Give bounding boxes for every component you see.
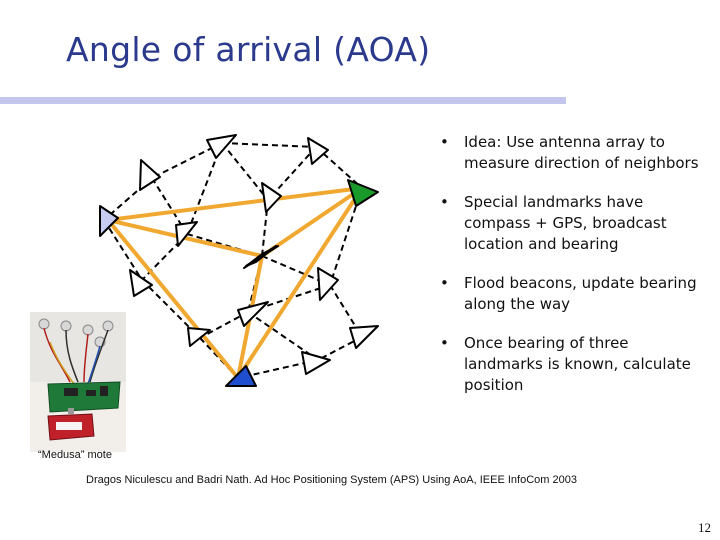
bullet-marker: • bbox=[440, 333, 449, 354]
bullet-item: • Flood beacons, update bearing along the… bbox=[440, 273, 710, 315]
citation: Dragos Niculescu and Badri Nath. Ad Hoc … bbox=[86, 474, 577, 486]
bullet-item: • Once bearing of three landmarks is know… bbox=[440, 333, 710, 396]
bullet-marker: • bbox=[440, 132, 449, 153]
bullet-list: • Idea: Use antenna array to measure dire… bbox=[440, 132, 710, 414]
bullet-item: • Idea: Use antenna array to measure dire… bbox=[440, 132, 710, 174]
node-triangle bbox=[176, 222, 197, 246]
page-number: 12 bbox=[698, 520, 711, 536]
bullet-text: Idea: Use antenna array to measure direc… bbox=[464, 133, 699, 172]
medusa-mote-photo bbox=[30, 312, 126, 452]
node-triangle bbox=[238, 302, 268, 326]
bullet-text: Flood beacons, update bearing along the … bbox=[464, 274, 697, 313]
bullet-item: • Special landmarks have compass + GPS, b… bbox=[440, 192, 710, 255]
node-triangle bbox=[318, 268, 338, 300]
node-triangle bbox=[350, 326, 378, 348]
bullet-marker: • bbox=[440, 273, 449, 294]
photo-caption: “Medusa” mote bbox=[38, 449, 112, 461]
bullet-marker: • bbox=[440, 192, 449, 213]
bullet-text: Special landmarks have compass + GPS, br… bbox=[464, 193, 667, 253]
node-triangle bbox=[140, 160, 160, 190]
bullet-text: Once bearing of three landmarks is known… bbox=[464, 334, 691, 394]
node-triangle bbox=[308, 138, 328, 164]
